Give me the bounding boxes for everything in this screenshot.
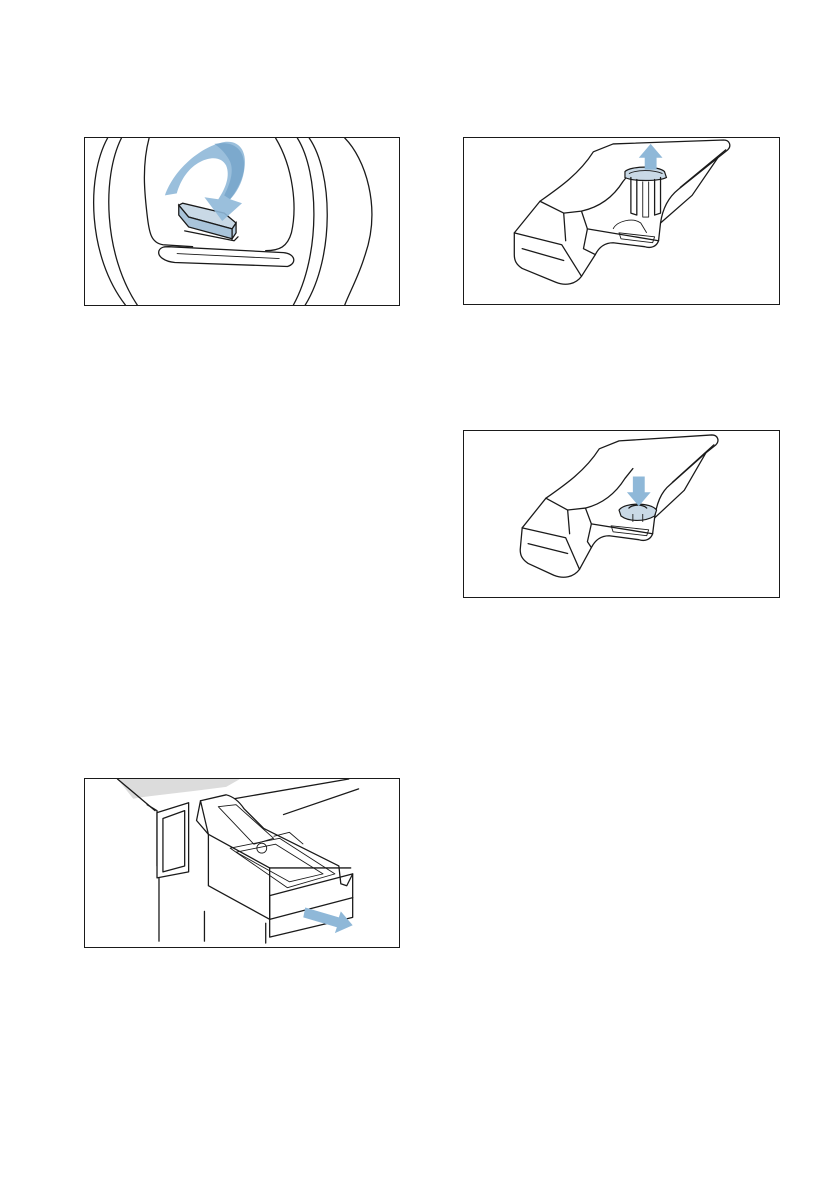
figure-insert-remove	[463, 137, 780, 305]
drum-rim-right	[305, 138, 327, 305]
trough-inner-line	[177, 254, 280, 259]
insert-body	[514, 140, 729, 284]
door-edge-right	[345, 138, 372, 305]
drawer-pull-illustration	[85, 779, 399, 947]
opening-right	[266, 138, 294, 251]
door-rim-inner	[109, 138, 137, 305]
insert-remove-illustration	[464, 138, 779, 304]
figure-drawer-pull	[84, 778, 400, 948]
insert-body	[520, 435, 718, 577]
figure-insert-place	[463, 430, 780, 598]
insert-place-illustration	[464, 431, 779, 597]
machine-front-left	[147, 805, 157, 866]
figure-drum-filter	[84, 137, 400, 306]
drum-illustration	[85, 138, 399, 305]
drum-rim-right-inner	[293, 138, 314, 305]
